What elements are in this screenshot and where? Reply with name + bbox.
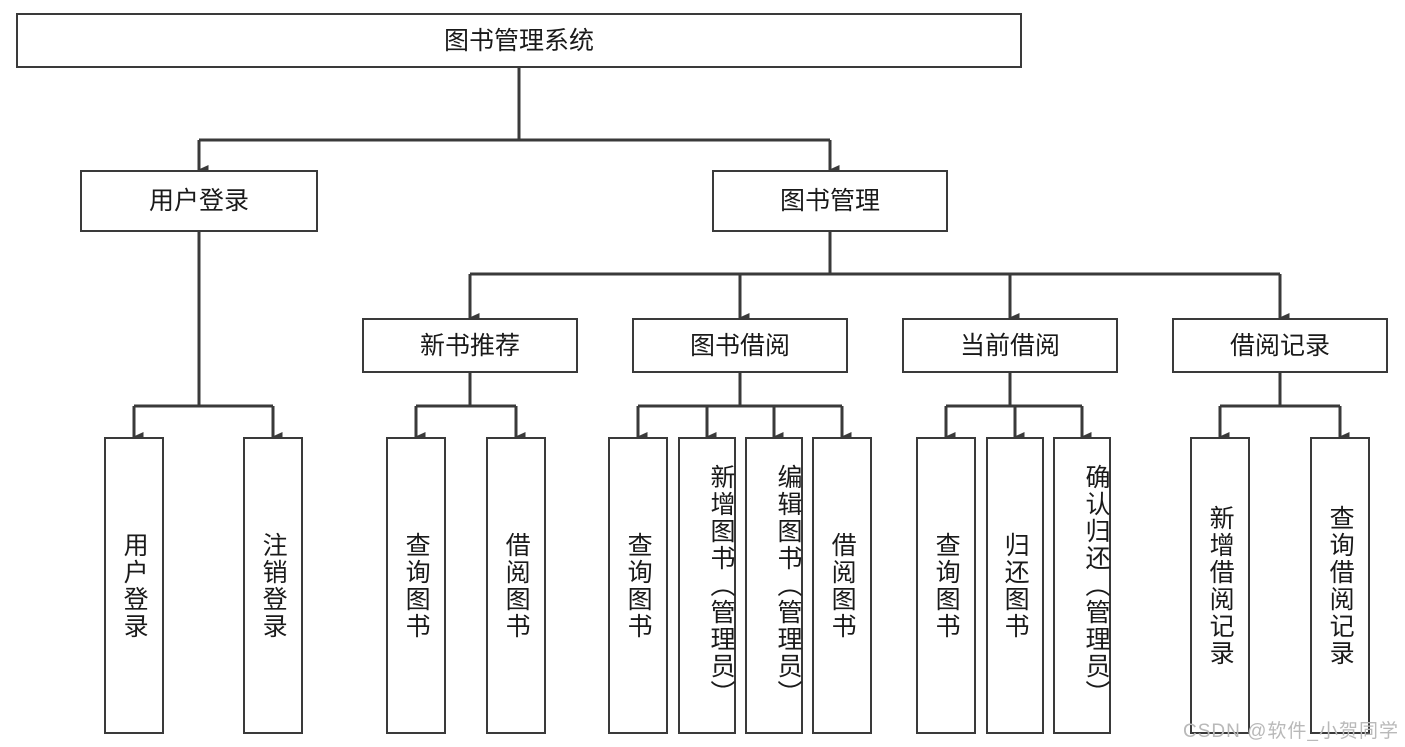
node-leaf-confirm-return[interactable]: 确认归还（管理员） [1053, 437, 1111, 734]
node-label: 查询图书 [932, 531, 961, 640]
connector-lines [132, 68, 1350, 442]
node-leaf-user-logout[interactable]: 注销登录 [243, 437, 303, 734]
node-label: 图书管理系统 [443, 26, 594, 55]
node-label: 新增图书（管理员） [707, 464, 735, 707]
node-leaf-user-login[interactable]: 用户登录 [104, 437, 164, 734]
node-borrow-record[interactable]: 借阅记录 [1172, 318, 1388, 373]
node-label: 当前借阅 [959, 331, 1060, 360]
node-book-manage[interactable]: 图书管理 [712, 170, 948, 232]
csdn-watermark: CSDN @软件_小贺同学 [1183, 721, 1399, 742]
node-label: 借阅图书 [828, 531, 857, 640]
node-leaf-query-record[interactable]: 查询借阅记录 [1310, 437, 1370, 734]
node-label: 编辑图书（管理员） [774, 464, 802, 707]
node-label: 新增借阅记录 [1206, 504, 1235, 667]
node-label: 借阅记录 [1229, 331, 1330, 360]
node-label: 确认归还（管理员） [1082, 464, 1110, 707]
node-leaf-query-book-1[interactable]: 查询图书 [386, 437, 446, 734]
node-leaf-add-book[interactable]: 新增图书（管理员） [678, 437, 736, 734]
node-label: 用户登录 [148, 187, 249, 215]
node-book-borrow[interactable]: 图书借阅 [632, 318, 848, 373]
node-leaf-borrow-book-1[interactable]: 借阅图书 [486, 437, 546, 734]
node-label: 用户登录 [120, 531, 149, 640]
node-leaf-borrow-book-2[interactable]: 借阅图书 [812, 437, 872, 734]
node-root[interactable]: 图书管理系统 [16, 13, 1022, 68]
node-label: 注销登录 [259, 531, 288, 640]
node-new-book-recommend[interactable]: 新书推荐 [362, 318, 578, 373]
node-leaf-add-record[interactable]: 新增借阅记录 [1190, 437, 1250, 734]
node-leaf-query-book-2[interactable]: 查询图书 [608, 437, 668, 734]
node-label: 借阅图书 [502, 531, 531, 640]
node-label: 图书管理 [779, 187, 880, 215]
node-label: 查询图书 [402, 531, 431, 640]
node-leaf-edit-book[interactable]: 编辑图书（管理员） [745, 437, 803, 734]
node-label: 新书推荐 [419, 331, 520, 360]
node-label: 归还图书 [1001, 531, 1030, 640]
node-user-login[interactable]: 用户登录 [80, 170, 318, 232]
node-label: 查询图书 [624, 531, 653, 640]
node-leaf-return-book[interactable]: 归还图书 [986, 437, 1044, 734]
node-label: 查询借阅记录 [1326, 504, 1355, 667]
node-leaf-query-book-3[interactable]: 查询图书 [916, 437, 976, 734]
node-current-borrow[interactable]: 当前借阅 [902, 318, 1118, 373]
node-label: 图书借阅 [689, 331, 790, 360]
